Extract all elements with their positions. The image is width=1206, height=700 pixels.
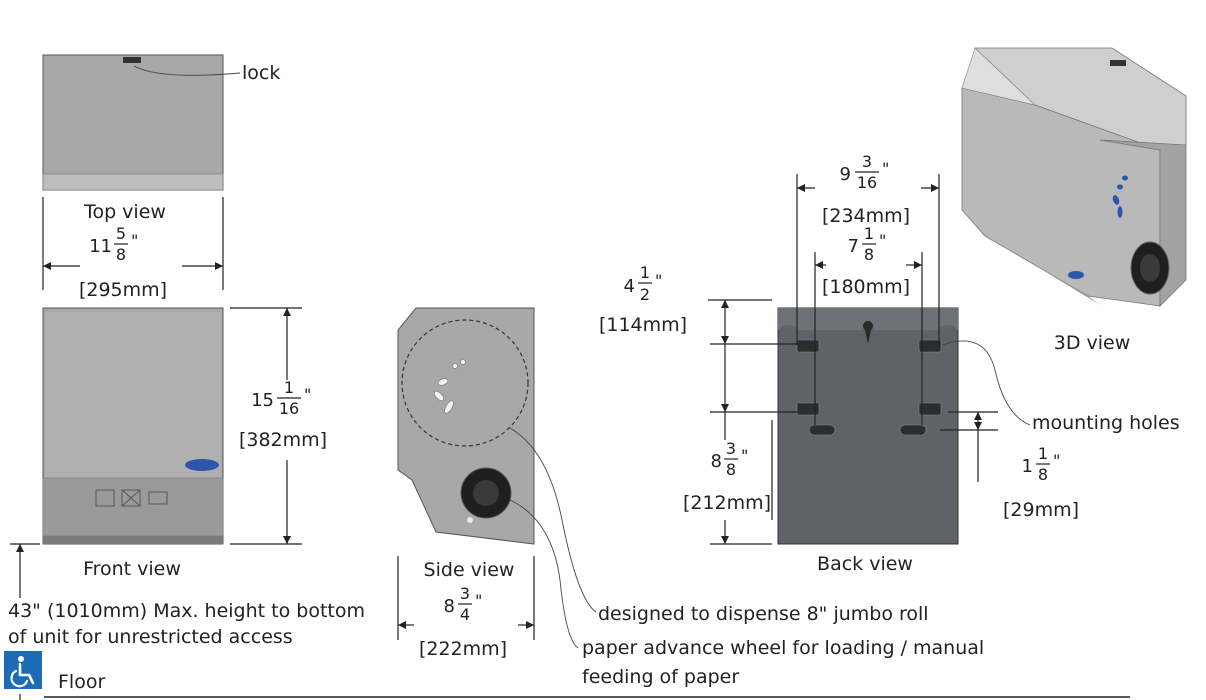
mounting-hole-icons <box>796 339 942 436</box>
top-offset-inch-mark: " <box>655 271 662 290</box>
width-dimension: 11 5 8 " [295mm] <box>42 197 224 301</box>
wheelchair-accessibility-icon <box>4 651 42 689</box>
width-inch-mark: " <box>131 231 138 250</box>
lower-offset-numerator: 3 <box>726 439 736 458</box>
three-d-view: 3D view <box>961 47 1187 354</box>
width-mm: [295mm] <box>79 279 167 301</box>
dispenser-symbol-icons <box>95 489 168 507</box>
width-numerator: 5 <box>116 224 126 243</box>
lower-offset-denominator: 8 <box>726 460 736 479</box>
side-led-icons <box>433 359 466 414</box>
outer-holes-dimension: 9 3 16 " [234mm] <box>796 152 940 345</box>
slot-whole: 1 <box>1022 456 1033 477</box>
front-view-base <box>43 536 223 544</box>
mounting-holes-leader <box>941 340 1031 426</box>
depth-mm: [222mm] <box>419 638 507 660</box>
advance-wheel-leader <box>509 499 579 649</box>
height-mm: [382mm] <box>239 429 327 451</box>
side-view-label: Side view <box>424 559 515 581</box>
depth-inch-mark: " <box>475 591 482 610</box>
height-inch-mark: " <box>304 385 311 404</box>
back-view-label: Back view <box>817 553 913 575</box>
outer-holes-inch-mark: " <box>882 159 889 178</box>
jumbo-roll-leader <box>509 427 597 613</box>
width-denominator: 8 <box>116 245 126 264</box>
depth-denominator: 4 <box>460 605 470 624</box>
outer-holes-denominator: 16 <box>857 173 877 192</box>
top-offset-denominator: 2 <box>640 285 650 304</box>
inner-holes-numerator: 1 <box>864 224 874 243</box>
top-view-lip <box>42 173 224 191</box>
depth-dimension: 8 3 4 " [222mm] <box>397 556 535 660</box>
depth-numerator: 3 <box>460 584 470 603</box>
floor-label: Floor <box>58 671 105 693</box>
jumbo-roll-callout: designed to dispense 8" jumbo roll <box>598 603 929 625</box>
lock-label: lock <box>242 62 280 84</box>
top-view: lock Top view <box>42 54 280 223</box>
front-view-label: Front view <box>83 558 181 580</box>
floor-height-line2: of unit for unrestricted access <box>8 626 293 648</box>
slot-inch-mark: " <box>1053 451 1060 470</box>
inner-holes-whole: 7 <box>848 236 859 257</box>
lower-offset-dimension: 8 3 8 " [212mm] <box>683 344 797 545</box>
top-view-label: Top view <box>83 201 166 223</box>
inner-holes-dimension: 7 1 8 " [180mm] <box>814 224 923 425</box>
floor-height-line1: 43" (1010mm) Max. height to bottom <box>8 600 365 622</box>
height-denominator: 16 <box>279 399 299 418</box>
top-view-body <box>42 54 224 191</box>
logo-icon <box>185 459 219 471</box>
height-numerator: 1 <box>284 378 294 397</box>
lower-offset-inch-mark: " <box>741 446 748 465</box>
top-offset-numerator: 1 <box>640 263 650 282</box>
advance-wheel-callout-line1: paper advance wheel for loading / manual <box>582 637 984 659</box>
front-view-cover <box>45 312 221 478</box>
inner-holes-inch-mark: " <box>879 231 886 250</box>
lower-offset-mm: [212mm] <box>683 492 771 514</box>
slot-mm: [29mm] <box>1003 499 1079 521</box>
top-offset-mm: [114mm] <box>599 314 687 336</box>
front-view: Front view <box>42 307 224 580</box>
lower-offset-whole: 8 <box>711 451 722 472</box>
inner-holes-mm: [180mm] <box>822 276 910 298</box>
width-whole: 11 <box>89 236 112 257</box>
mounting-holes-callout: mounting holes <box>1032 412 1180 434</box>
front-view-lower-panel <box>42 477 224 537</box>
lock-leader <box>133 65 241 76</box>
lock-icon <box>123 57 141 63</box>
jumbo-roll-outline <box>401 319 529 447</box>
height-whole: 15 <box>251 390 274 411</box>
depth-whole: 8 <box>444 596 455 617</box>
side-view: Side view <box>397 307 535 581</box>
slot-numerator: 1 <box>1038 444 1048 463</box>
outer-holes-mm: [234mm] <box>822 205 910 227</box>
three-d-view-label: 3D view <box>1054 332 1131 354</box>
top-offset-dimension: 4 1 2 " [114mm] <box>599 263 797 345</box>
floor-section: 43" (1010mm) Max. height to bottom of un… <box>4 543 1130 700</box>
height-dimension: 15 1 16 " [382mm] <box>230 307 327 545</box>
outer-holes-whole: 9 <box>840 164 851 185</box>
outer-holes-numerator: 3 <box>862 152 872 171</box>
center-keyhole-icon <box>863 320 873 344</box>
slot-dimension: 1 1 8 " [29mm] <box>940 411 1079 521</box>
advance-wheel-callout-line2: feeding of paper <box>582 666 739 688</box>
inner-holes-denominator: 8 <box>864 245 874 264</box>
top-offset-whole: 4 <box>624 276 635 297</box>
slot-denominator: 8 <box>1038 465 1048 484</box>
back-view: Back view <box>777 307 959 575</box>
